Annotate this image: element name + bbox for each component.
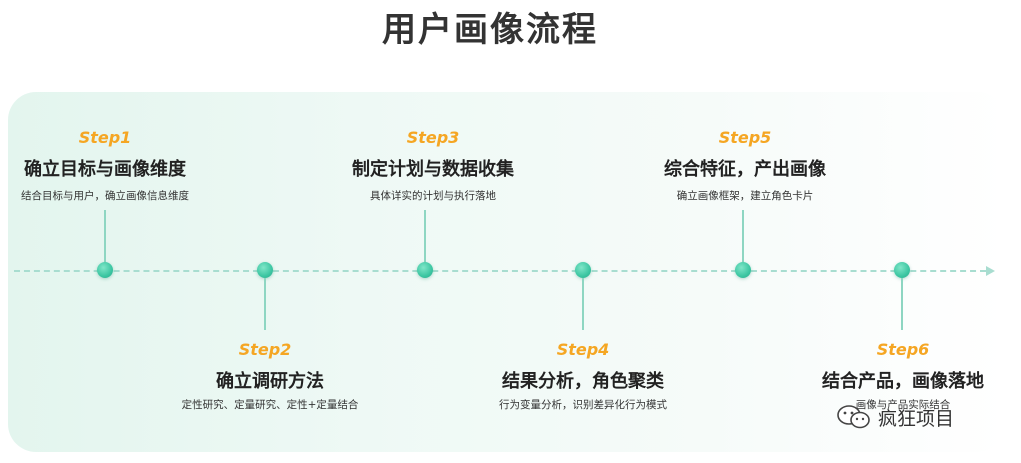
timeline-arrow-icon	[986, 266, 995, 276]
step-node	[417, 262, 433, 278]
step-connector	[424, 210, 426, 266]
step-description: 画像与产品实际结合	[855, 399, 951, 411]
step-node	[97, 262, 113, 278]
step-description: 具体详实的计划与执行落地	[370, 190, 496, 202]
step-connector	[264, 278, 266, 330]
timeline-panel	[8, 92, 1006, 452]
step-title: 结合产品，画像落地	[822, 371, 984, 392]
step-node	[894, 262, 910, 278]
step-label: Step1	[78, 128, 132, 147]
wechat-icon	[837, 405, 870, 429]
step-label: Step6	[876, 340, 930, 359]
step-label: Step4	[556, 340, 610, 359]
timeline-line	[14, 270, 986, 272]
step-connector	[104, 210, 106, 266]
watermark-text: 疯狂项目	[878, 407, 955, 430]
step-label: Step5	[718, 128, 772, 147]
step-connector	[901, 278, 903, 330]
step-title: 综合特征，产出画像	[664, 159, 826, 180]
step-node	[257, 262, 273, 278]
watermark: 疯狂项目	[836, 404, 954, 430]
step-node	[735, 262, 751, 278]
step-title: 确立目标与画像维度	[24, 159, 186, 180]
step-connector	[582, 278, 584, 330]
step-description: 定性研究、定量研究、定性+定量结合	[181, 399, 359, 411]
step-description: 结合目标与用户，确立画像信息维度	[21, 190, 189, 202]
step-title: 确立调研方法	[216, 371, 324, 392]
step-connector	[742, 210, 744, 266]
step-label: Step2	[238, 340, 292, 359]
step-description: 行为变量分析，识别差异化行为模式	[499, 399, 667, 411]
step-title: 制定计划与数据收集	[352, 159, 514, 180]
step-label: Step3	[406, 128, 460, 147]
page-title: 用户画像流程	[382, 10, 598, 50]
step-title: 结果分析，角色聚类	[502, 371, 664, 392]
step-node	[575, 262, 591, 278]
step-description: 确立画像框架，建立角色卡片	[676, 190, 814, 202]
